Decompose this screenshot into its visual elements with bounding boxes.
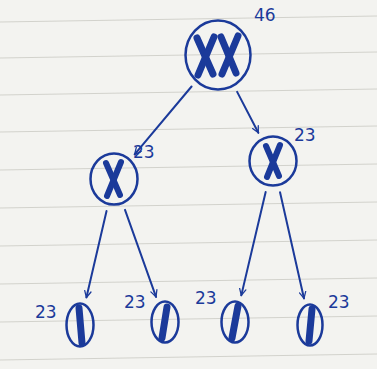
cell-membrane [222, 302, 249, 343]
cell-outline [296, 303, 324, 347]
cell-circle: 23 [65, 302, 95, 348]
division-arrow [86, 211, 106, 297]
cell-circle: 46 [184, 19, 252, 91]
division-arrow [280, 192, 304, 298]
cell-circle: 23 [248, 135, 298, 187]
cell-outline [65, 302, 95, 348]
chromosome-count: 23 [195, 290, 217, 307]
cell-membrane [186, 21, 251, 90]
division-arrow [125, 210, 156, 297]
cell-outline [220, 300, 250, 344]
cell-membrane [298, 305, 323, 346]
cell-membrane [152, 302, 179, 343]
cell-circle: 23 [296, 303, 324, 347]
cell-circle: 23 [89, 152, 139, 206]
cell-membrane [91, 154, 138, 205]
division-arrow [241, 192, 265, 295]
chromosome-count: 23 [124, 294, 146, 311]
cell-membrane [250, 137, 297, 186]
chromosome-count: 23 [35, 304, 57, 321]
cell-circle: 23 [220, 300, 250, 344]
chromosome-count: 23 [133, 144, 155, 161]
division-arrow [237, 92, 258, 133]
cell-circle: 23 [150, 300, 180, 344]
cell-outline [89, 152, 139, 206]
cell-membrane [67, 304, 94, 347]
chromosome-count: 23 [294, 127, 316, 144]
cell-outline [248, 135, 298, 187]
cell-outline [184, 19, 252, 91]
cell-outline [150, 300, 180, 344]
chromosome-count: 23 [328, 294, 350, 311]
chromosome-count: 46 [254, 7, 276, 24]
